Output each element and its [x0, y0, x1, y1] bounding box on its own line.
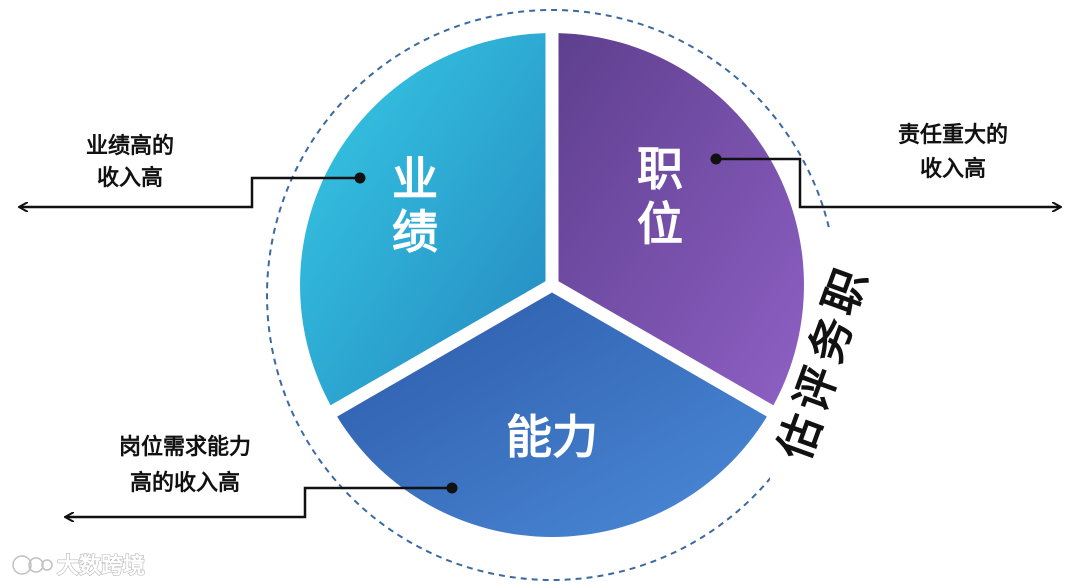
callout-performance-line-2: 收入高 [97, 165, 163, 191]
segment-performance-label-2: 绩 [392, 205, 438, 259]
segment-ability-label: 能力 [506, 410, 598, 464]
callout-line-performance [20, 176, 360, 207]
callout-line-position [716, 157, 1060, 207]
watermark: 大数跨境 [12, 552, 146, 580]
segment-ability [337, 292, 767, 537]
segment-performance [300, 33, 546, 406]
segment-position-label-1: 职 [637, 142, 683, 196]
callout-position-line-1: 责任重大的 [898, 122, 1008, 148]
segment-performance-label-1: 业 [392, 152, 438, 206]
callout-position-line-2: 收入高 [920, 156, 986, 182]
callout-ability-line-2: 高的收入高 [130, 470, 240, 496]
callout-line-ability [66, 486, 452, 517]
segment-position-label-2: 位 [637, 197, 683, 251]
segment-position [558, 33, 804, 406]
watermark-text: 大数跨境 [57, 553, 145, 579]
watermark-logo-icon [12, 555, 53, 575]
callout-performance-line-1: 业绩高的 [86, 133, 174, 159]
callout-ability-line-1: 岗位需求能力 [119, 434, 251, 460]
